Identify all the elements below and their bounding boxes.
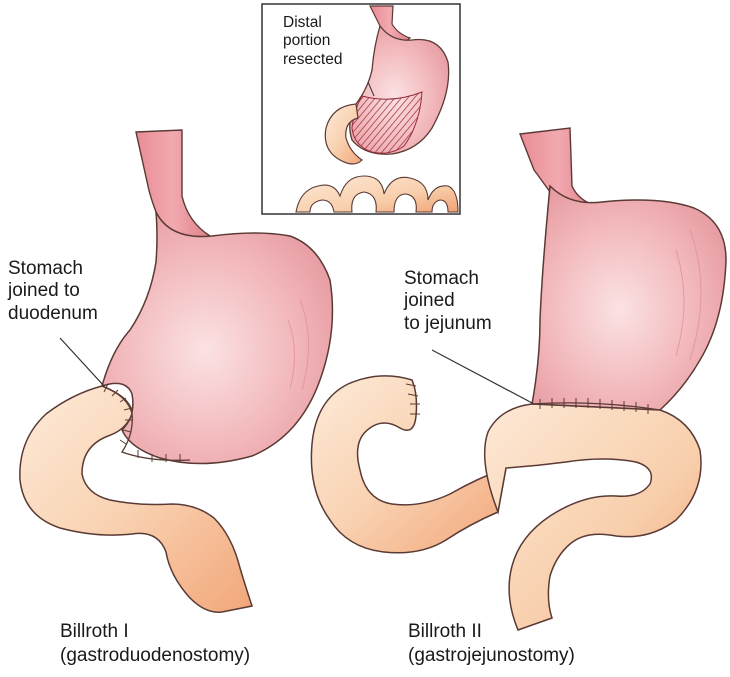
inset-label-line: Distal xyxy=(283,14,342,32)
billroth2-annotation-pointer xyxy=(432,350,534,404)
billroth1-annotation-line: joined to xyxy=(8,280,98,302)
billroth2-caption-subtitle: (gastrojejunostomy) xyxy=(408,644,575,668)
billroth1-stomach xyxy=(102,212,332,464)
billroth1-caption-title: Billroth I xyxy=(60,620,250,644)
billroth1-caption: Billroth I (gastroduodenostomy) xyxy=(60,620,250,668)
billroth2-caption-title: Billroth II xyxy=(408,620,575,644)
billroth1-annotation-pointer xyxy=(60,338,104,386)
billroth2-stomach xyxy=(532,186,726,410)
billroth2-afferent-limb xyxy=(311,376,506,553)
billroth1-annotation-line: Stomach xyxy=(8,258,98,280)
billroth2-jejunum xyxy=(485,404,701,630)
billroth2-annotation-line: joined xyxy=(404,290,492,312)
billroth1-annotation: Stomach joined to duodenum xyxy=(8,258,98,325)
billroth1-annotation-line: duodenum xyxy=(8,303,98,325)
billroth2-caption: Billroth II (gastrojejunostomy) xyxy=(408,620,575,668)
billroth1-caption-subtitle: (gastroduodenostomy) xyxy=(60,644,250,668)
inset-label: Distal portion resected xyxy=(283,14,342,69)
inset-label-line: portion xyxy=(283,32,342,50)
billroth2-annotation-line: to jejunum xyxy=(404,313,492,335)
inset-label-line: resected xyxy=(283,51,342,69)
billroth2-annotation: Stomach joined to jejunum xyxy=(404,268,492,335)
billroth2-annotation-line: Stomach xyxy=(404,268,492,290)
